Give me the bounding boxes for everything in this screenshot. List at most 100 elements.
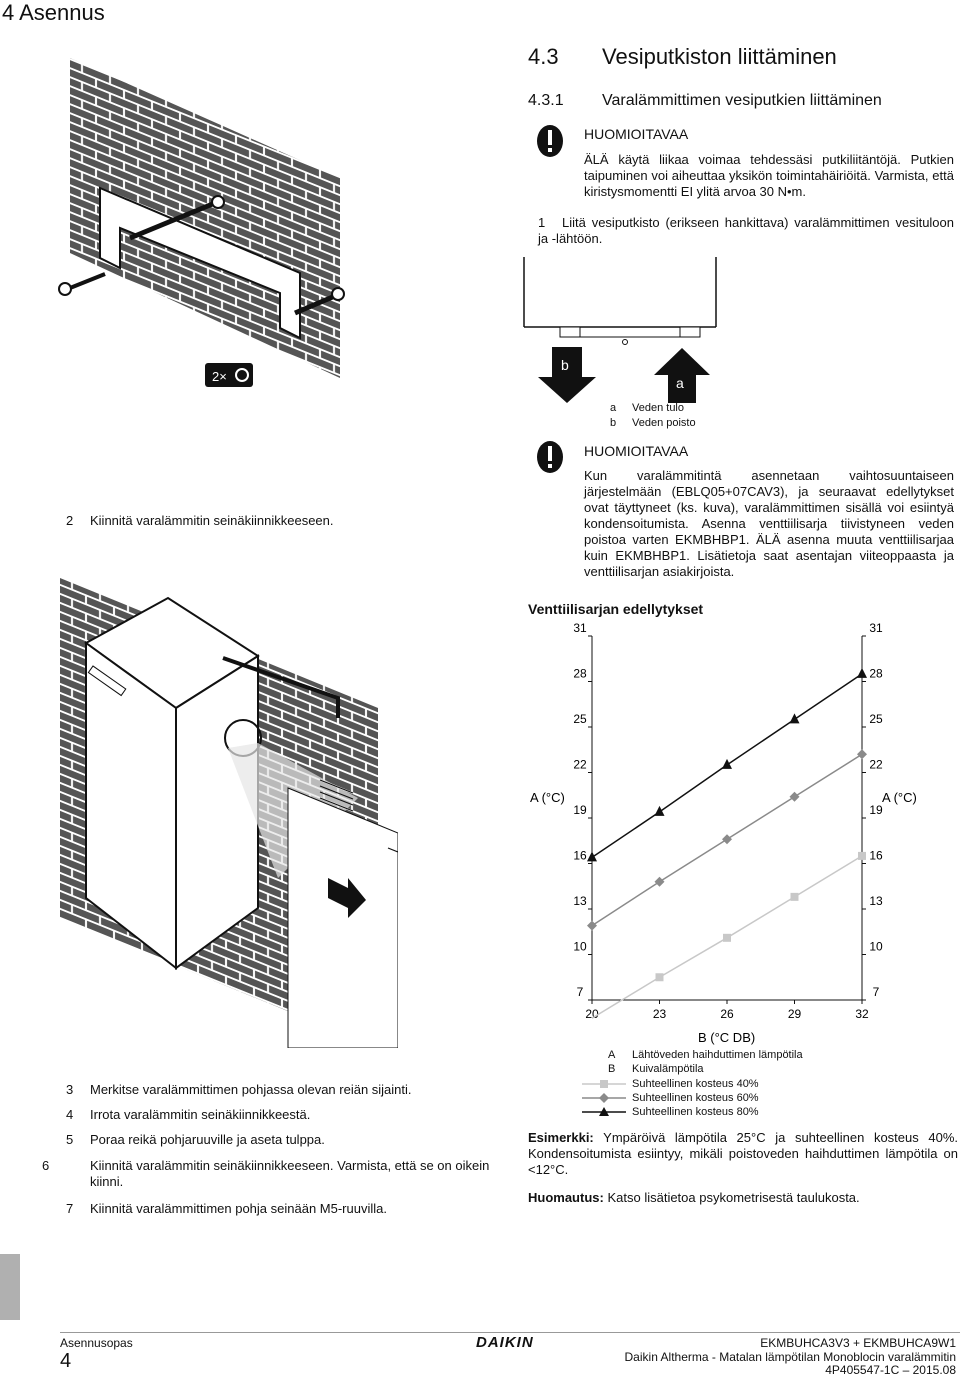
point-marker [723, 933, 731, 942]
legend-b-value: Veden poisto [632, 417, 696, 429]
step3: 3 Merkitse varalämmittimen pohjassa oleva… [66, 1082, 412, 1098]
water-connection-illustration: b a [523, 257, 717, 403]
y-tick-label-right: 13 [869, 894, 883, 908]
y-tick-label-left: 7 [577, 985, 584, 999]
footer-guide-label: Asennusopas [60, 1336, 133, 1350]
series-legend-80: Suhteellinen kosteus 80% [632, 1106, 759, 1118]
point-marker [857, 667, 867, 678]
step2: 2 Kiinnitä varalämmitin seinäkiinnikkeese… [66, 513, 334, 529]
y-tick-label-right: 31 [869, 621, 883, 635]
label-b: b [561, 357, 569, 373]
wrench-icon [235, 368, 249, 382]
daikin-logo: DAIKIN [476, 1334, 534, 1351]
legend-a-value: Veden tulo [632, 402, 684, 414]
step7-number: 7 [66, 1201, 74, 1216]
x-axis-label: B (°C DB) [698, 1030, 755, 1045]
x-tick-label: 23 [653, 1007, 667, 1021]
x-tick-label: 29 [788, 1007, 802, 1021]
example-text: Ympäröivä lämpötila 25°C ja suhteellinen… [528, 1130, 958, 1177]
example-label: Esimerkki: [528, 1130, 594, 1145]
x-tick-label: 26 [720, 1007, 734, 1021]
y-tick-label-right: 22 [869, 758, 883, 772]
y-tick-label-left: 31 [573, 621, 587, 635]
y-tick-label-right: 28 [869, 667, 883, 681]
y-tick-label-right: 16 [869, 849, 883, 863]
step3-text: Merkitse varalämmittimen pohjassa olevan… [90, 1082, 412, 1097]
heater-mounting-illustration [60, 578, 398, 1048]
y-tick-label-left: 16 [573, 849, 587, 863]
step2-text: Kiinnitä varalämmitin seinäkiinnikkeesee… [90, 513, 334, 528]
legend-b: b Veden poisto [610, 417, 696, 430]
chart-legend-a: A Lähtöveden haihduttimen lämpötila [608, 1049, 803, 1062]
point-marker [858, 851, 866, 860]
y-tick-label-left: 28 [573, 667, 587, 681]
chart-legend-b-key: B [608, 1063, 616, 1075]
step5-number: 5 [66, 1132, 74, 1147]
step4-text: Irrota varalämmitin seinäkiinnikkeestä. [90, 1107, 311, 1122]
subsection-title: Varalämmittimen vesiputkien liittäminen [602, 92, 882, 109]
chapter-title: 4 Asennus [2, 0, 105, 25]
footer-page-number: 4 [60, 1350, 72, 1372]
footer-model: EKMBUHCA3V3 + EKMBUHCA9W1 [760, 1336, 956, 1350]
step6: 6 Kiinnitä varalämmitin seinäkiinnikkeese… [42, 1158, 496, 1190]
y-tick-label-right: 19 [869, 803, 883, 817]
chart-legend-b: B Kuivalämpötila [608, 1063, 704, 1076]
step2-number: 2 [66, 513, 74, 528]
point-marker [722, 758, 732, 769]
chart-title: Venttiilisarjan edellytykset [528, 601, 704, 617]
notice1-title: HUOMIOITAVAA [584, 126, 689, 142]
note-text: Katso lisätietoa psykometrisestä tauluko… [607, 1190, 860, 1205]
x-tick-label: 20 [585, 1007, 599, 1021]
warning-icon [537, 441, 563, 473]
step5: 5 Poraa reikä pohjaruuville ja aseta tulp… [66, 1132, 325, 1148]
subsection-number: 4.3.1 [528, 92, 564, 109]
section-title: Vesiputkiston liittäminen [602, 44, 837, 69]
note-paragraph: Huomautus: Katso lisätietoa psykometrise… [528, 1190, 958, 1206]
step5-text: Poraa reikä pohjaruuville ja aseta tulpp… [90, 1132, 325, 1147]
y-tick-label-right: 10 [869, 940, 883, 954]
point-marker [857, 749, 867, 760]
chart-series [587, 667, 867, 1019]
y-tick-label-left: 25 [573, 712, 587, 726]
y-axis-label-right: A (°C) [882, 790, 917, 805]
step6-number: 6 [42, 1158, 50, 1173]
notice2-text: Kun varalämmitintä asennetaan vaihtosuun… [584, 468, 954, 579]
step6-text: Kiinnitä varalämmitin seinäkiinnikkeesee… [90, 1158, 490, 1189]
point-marker [789, 791, 800, 802]
y-tick-label-left: 19 [573, 803, 587, 817]
example-paragraph: Esimerkki: Ympäröivä lämpötila 25°C ja s… [528, 1130, 958, 1178]
chapter-side-tab [0, 1254, 20, 1320]
legend-a: a Veden tulo [610, 402, 684, 415]
point-marker [587, 920, 597, 931]
y-axis-label-left: A (°C) [530, 790, 565, 805]
footer-rule [60, 1332, 960, 1333]
notice2-title: HUOMIOITAVAA [584, 443, 689, 459]
chart-grid [591, 636, 863, 1001]
y-tick-label-left: 10 [573, 940, 587, 954]
chart-legend-b-value: Kuivalämpötila [632, 1063, 704, 1075]
chart-legend-a-key: A [608, 1049, 616, 1061]
series-legend-markers [582, 1080, 626, 1116]
step1-number: 1 [538, 215, 546, 230]
legend-b-key: b [610, 417, 617, 429]
point-marker [722, 834, 732, 845]
inlet-arrow [654, 348, 710, 403]
y-tick-label-left: 13 [573, 894, 587, 908]
step7-text: Kiinnitä varalämmittimen pohja seinään M… [90, 1201, 387, 1216]
times-label: 2× [212, 369, 227, 384]
chart-legend-a-value: Lähtöveden haihduttimen lämpötila [632, 1049, 803, 1061]
note-label: Huomautus: [528, 1190, 604, 1205]
point-marker [654, 805, 665, 816]
point-marker [654, 876, 665, 887]
point-marker [587, 851, 597, 862]
step3-number: 3 [66, 1082, 74, 1097]
step7: 7 Kiinnitä varalämmittimen pohja seinään … [66, 1201, 387, 1217]
legend-a-key: a [610, 402, 617, 414]
y-tick-label-right: 7 [873, 985, 880, 999]
series-legend-60: Suhteellinen kosteus 60% [632, 1092, 759, 1104]
